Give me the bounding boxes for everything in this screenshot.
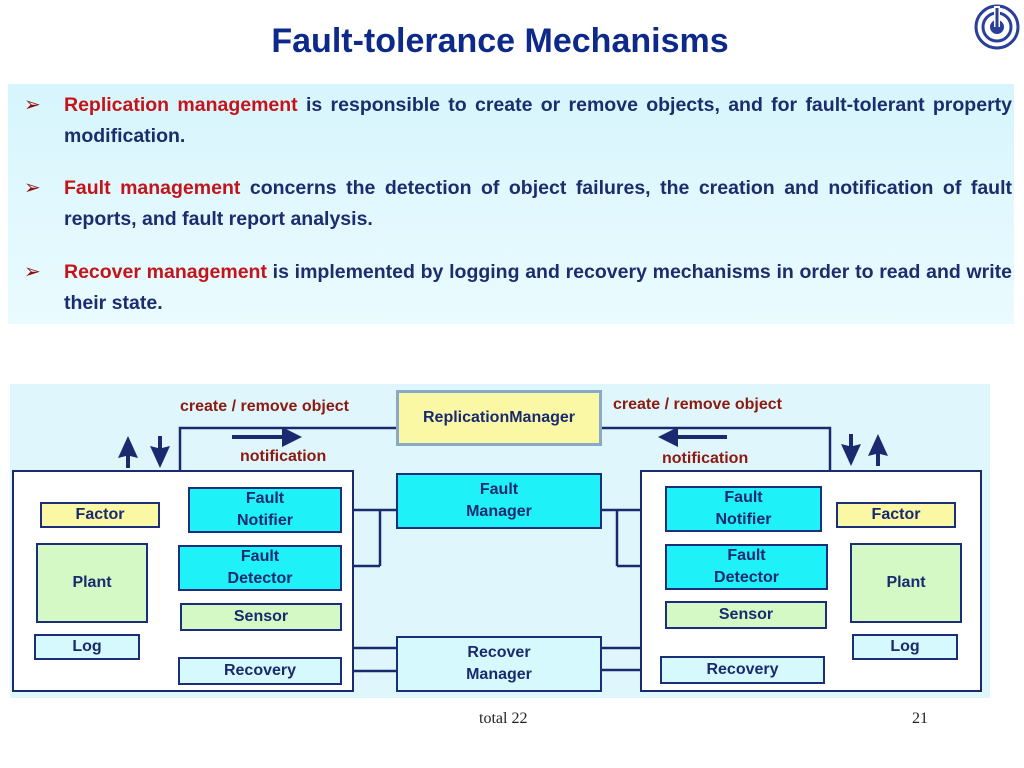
fault-notifier-box-right: Fault Notifier: [665, 486, 822, 532]
factor-label: Factor: [75, 506, 125, 523]
fault-notifier-label: Fault Notifier: [237, 490, 293, 529]
log-box-right: Log: [852, 634, 958, 660]
bullet-text: concerns the detection of object failure…: [64, 177, 1012, 230]
bullet-arrow-icon: ➢: [24, 94, 41, 116]
bullet-recover: ➢ Recover management is implemented by l…: [24, 257, 1012, 319]
bullet-replication: ➢ Replication management is responsible …: [24, 90, 1012, 152]
create-remove-label-left: create / remove object: [180, 398, 349, 415]
recovery-box-left: Recovery: [178, 657, 342, 685]
slide-title: Fault-tolerance Mechanisms: [271, 22, 729, 60]
bullet-text: is responsible to create or remove objec…: [64, 94, 1012, 147]
updown-arrows-right-icon: [841, 434, 888, 466]
bullet-arrow-icon: ➢: [24, 261, 41, 283]
fault-manager-label: Fault Manager: [466, 481, 532, 520]
notification-label-right: notification: [662, 450, 749, 467]
plant-box-right: Plant: [850, 543, 962, 623]
sensor-box-left: Sensor: [180, 603, 342, 631]
plant-label: Plant: [72, 574, 112, 591]
bullet-fault: ➢ Fault management concerns the detectio…: [24, 173, 1012, 235]
fault-detector-box-left: Fault Detector: [178, 545, 342, 591]
notification-label-left: notification: [240, 448, 327, 465]
page-number: 21: [912, 710, 928, 727]
fault-detector-box-right: Fault Detector: [665, 544, 828, 590]
log-label: Log: [890, 638, 920, 655]
sensor-label: Sensor: [233, 608, 289, 625]
sensor-label: Sensor: [718, 606, 774, 623]
footer-total: total 22: [479, 710, 528, 727]
bullet-term: Replication management: [64, 94, 298, 116]
recovery-label: Recovery: [223, 662, 297, 679]
factor-box-left: Factor: [40, 502, 160, 528]
bullet-term: Fault management: [64, 177, 241, 199]
university-logo-icon: [974, 4, 1020, 50]
bullet-text: is implemented by logging and recovery m…: [64, 261, 1012, 314]
recovery-label: Recovery: [706, 661, 779, 678]
log-box-left: Log: [34, 634, 140, 660]
recover-manager-label: Recover Manager: [466, 644, 532, 683]
recover-manager-box: Recover Manager: [396, 636, 602, 692]
fault-notifier-box-left: Fault Notifier: [188, 487, 342, 533]
notification-arrow-right-icon: [658, 427, 727, 447]
bullet-term: Recover management: [64, 261, 267, 283]
factor-box-right: Factor: [836, 502, 956, 528]
log-label: Log: [72, 638, 102, 655]
updown-arrows-left-icon: [118, 436, 170, 468]
plant-label: Plant: [886, 574, 926, 591]
fault-manager-box: Fault Manager: [396, 473, 602, 529]
connector-left-top: [178, 426, 398, 470]
recovery-box-right: Recovery: [660, 656, 825, 684]
bullet-arrow-icon: ➢: [24, 177, 41, 199]
fault-detector-label: Fault Detector: [714, 547, 779, 586]
fault-notifier-label: Fault Notifier: [715, 489, 772, 528]
plant-box-left: Plant: [36, 543, 148, 623]
factor-label: Factor: [871, 506, 921, 523]
bullet-panel: ➢ Replication management is responsible …: [8, 84, 1014, 324]
replication-manager-box: ReplicationManager: [396, 390, 602, 446]
sensor-box-right: Sensor: [665, 601, 827, 629]
create-remove-label-right: create / remove object: [613, 396, 782, 413]
fault-detector-label: Fault Detector: [227, 548, 293, 587]
replication-manager-label: ReplicationManager: [422, 409, 576, 426]
notification-arrow-left-icon: [232, 427, 302, 447]
